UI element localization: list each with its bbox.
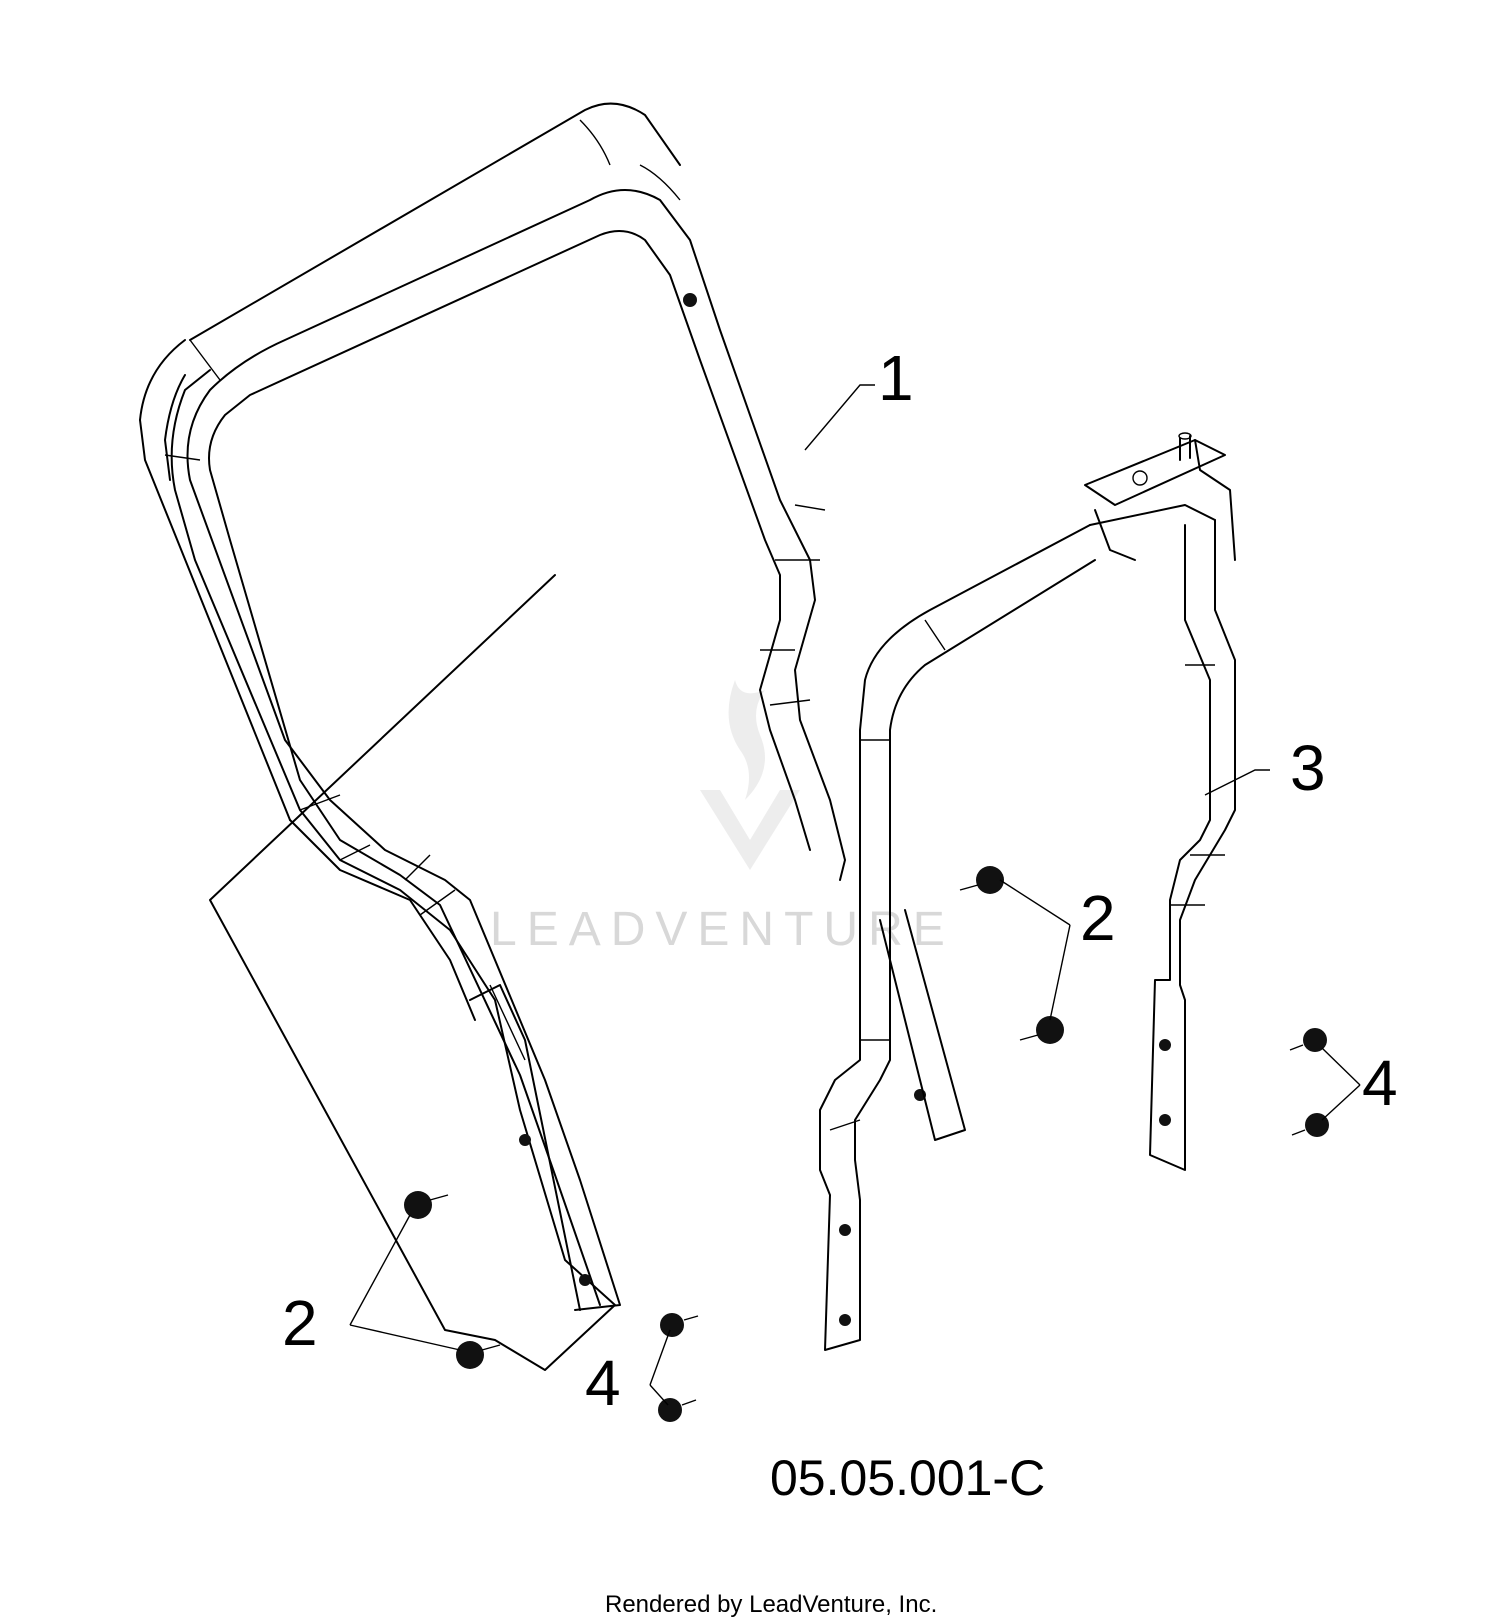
bolt-2-right-top (959, 866, 1004, 894)
bolt-4-right-top (1289, 1028, 1327, 1052)
leadventure-watermark-logo (700, 680, 800, 870)
bolt-4-left-bottom (658, 1398, 697, 1422)
bolt-2-left-top (404, 1191, 449, 1219)
callout-part-3: 3 (1290, 732, 1326, 804)
bolt-2-left-bottom (456, 1341, 501, 1369)
rendered-by-footer: Rendered by LeadVenture, Inc. (605, 1591, 937, 1617)
part-1-top-rail (139, 102, 681, 1021)
part-1-frame (164, 119, 846, 1371)
part-3-frame (819, 432, 1236, 1351)
callout-part-2-left: 2 (282, 1287, 318, 1359)
callout-part-4-right: 4 (1362, 1047, 1398, 1119)
leader-lines (349, 384, 1361, 1406)
bolt-4-right-bottom (1291, 1113, 1329, 1137)
bolt-4-left-top (660, 1313, 699, 1337)
figure-number: 05.05.001-C (770, 1450, 1045, 1506)
watermark-text: LEADVENTURE (490, 903, 955, 956)
callout-part-4-left: 4 (585, 1347, 621, 1419)
callout-part-2-right: 2 (1080, 882, 1116, 954)
bolt-2-right-bottom (1019, 1016, 1064, 1044)
callout-part-1: 1 (878, 342, 914, 414)
